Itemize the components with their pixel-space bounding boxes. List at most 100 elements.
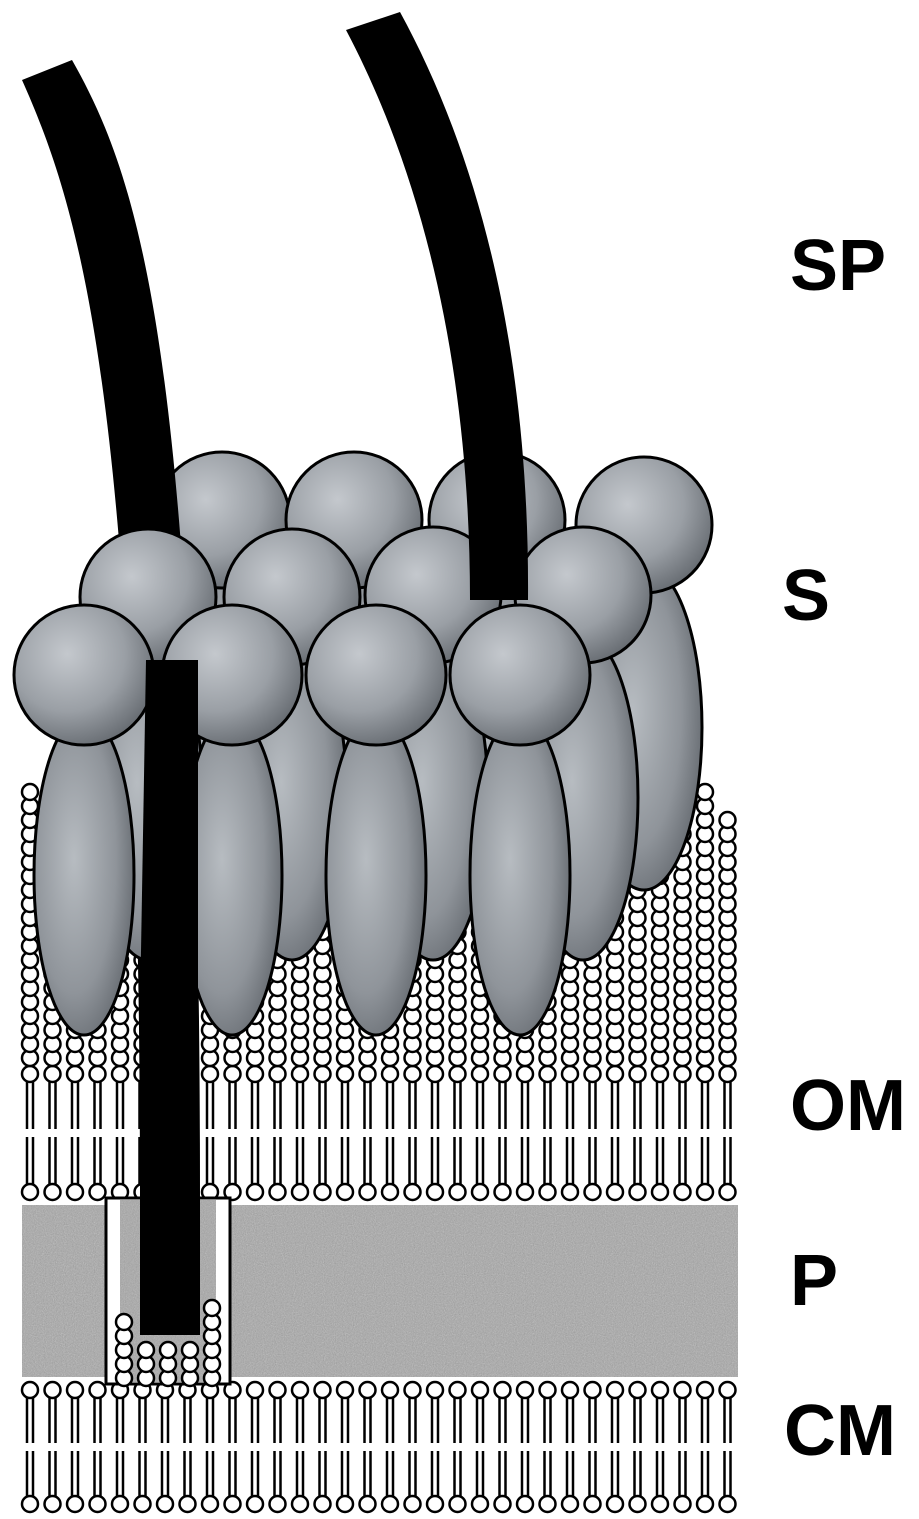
lipid-head [630, 1066, 646, 1082]
lipid-head [112, 1496, 128, 1512]
lipid-head [202, 1496, 218, 1512]
protein-head [450, 605, 590, 745]
lipid-head [517, 1184, 533, 1200]
lipid-head [315, 1382, 331, 1398]
lipid-head [540, 1496, 556, 1512]
lipid-head [405, 1066, 421, 1082]
lipid-head [472, 1496, 488, 1512]
lipid-head [450, 1184, 466, 1200]
lipid-head [607, 1066, 623, 1082]
lipid-head [607, 1496, 623, 1512]
lipid-head [337, 1382, 353, 1398]
lipid-head [495, 1382, 511, 1398]
lipid-head [450, 1496, 466, 1512]
lipid-head [607, 1382, 623, 1398]
lipid-head [697, 1382, 713, 1398]
outer-membrane-bilayer [22, 1066, 736, 1200]
lipid-head [585, 1184, 601, 1200]
lipid-head [337, 1184, 353, 1200]
lipid-head [22, 1066, 38, 1082]
lipid-head [630, 1382, 646, 1398]
lipid-head [292, 1184, 308, 1200]
lipid-head [697, 1184, 713, 1200]
lipid-head [67, 1382, 83, 1398]
lipid-head [360, 1382, 376, 1398]
lipid-head [360, 1184, 376, 1200]
lipid-head [562, 1496, 578, 1512]
lipid-head [247, 1184, 263, 1200]
lipid-head [517, 1496, 533, 1512]
lipid-head [315, 1496, 331, 1512]
lipid-head [540, 1382, 556, 1398]
lipid-head [405, 1184, 421, 1200]
lipid-head [427, 1382, 443, 1398]
lipid-head [652, 1496, 668, 1512]
lipid-head [337, 1066, 353, 1082]
lipid-head [22, 1184, 38, 1200]
label-p: P [790, 1241, 838, 1321]
lipid-head [427, 1496, 443, 1512]
lipid-head [270, 1382, 286, 1398]
lipid-head [562, 1184, 578, 1200]
lipid-head [517, 1382, 533, 1398]
lipid-head [585, 1382, 601, 1398]
lipid-head [697, 1066, 713, 1082]
lipid-head [630, 1496, 646, 1512]
protein-stem [470, 715, 570, 1035]
lipid-head [270, 1066, 286, 1082]
lipid-head [675, 1066, 691, 1082]
lipid-head [202, 1066, 218, 1082]
lipid-head [270, 1496, 286, 1512]
lipid-head [427, 1184, 443, 1200]
lipid-head [45, 1382, 61, 1398]
lipid-head [157, 1496, 173, 1512]
lipid-head [270, 1184, 286, 1200]
lipid-head [90, 1066, 106, 1082]
lipid-head [382, 1184, 398, 1200]
lipid-head [292, 1382, 308, 1398]
lipid-head [292, 1496, 308, 1512]
label-om: OM [790, 1066, 906, 1146]
label-s: S [782, 556, 830, 636]
label-sp: SP [790, 226, 886, 306]
lipid-head [382, 1066, 398, 1082]
label-cm: CM [784, 1391, 896, 1471]
lipid-head [112, 1066, 128, 1082]
lipid-head [22, 1496, 38, 1512]
lipid-head [67, 1496, 83, 1512]
lipid-head [45, 1066, 61, 1082]
lipid-head [427, 1066, 443, 1082]
lipid-head [607, 1184, 623, 1200]
lipid-head [495, 1496, 511, 1512]
lipid-head [697, 1496, 713, 1512]
protein-stem [34, 715, 134, 1035]
lipid-head [720, 812, 736, 828]
lipid-head [204, 1300, 220, 1316]
lipid-head [90, 1496, 106, 1512]
lipid-head [405, 1496, 421, 1512]
lipid-head [160, 1342, 176, 1358]
lipid-head [22, 1382, 38, 1398]
pilus-left-front [140, 660, 198, 1010]
lipid-head [180, 1496, 196, 1512]
lipid-head [495, 1066, 511, 1082]
lipid-head [450, 1382, 466, 1398]
lipid-head [67, 1066, 83, 1082]
lipid-head [116, 1314, 132, 1330]
lipid-head [337, 1496, 353, 1512]
lipid-head [675, 1382, 691, 1398]
lipid-head [182, 1342, 198, 1358]
lipid-head [720, 1066, 736, 1082]
lipid-head [652, 1382, 668, 1398]
lipid-head [247, 1382, 263, 1398]
lipid-head [45, 1496, 61, 1512]
protein-stem [326, 715, 426, 1035]
lipid-head [675, 1184, 691, 1200]
lipid-head [720, 1184, 736, 1200]
lipid-head [315, 1066, 331, 1082]
lipid-head [540, 1066, 556, 1082]
lipid-head [562, 1382, 578, 1398]
lipid-head [225, 1496, 241, 1512]
lipid-head [405, 1382, 421, 1398]
